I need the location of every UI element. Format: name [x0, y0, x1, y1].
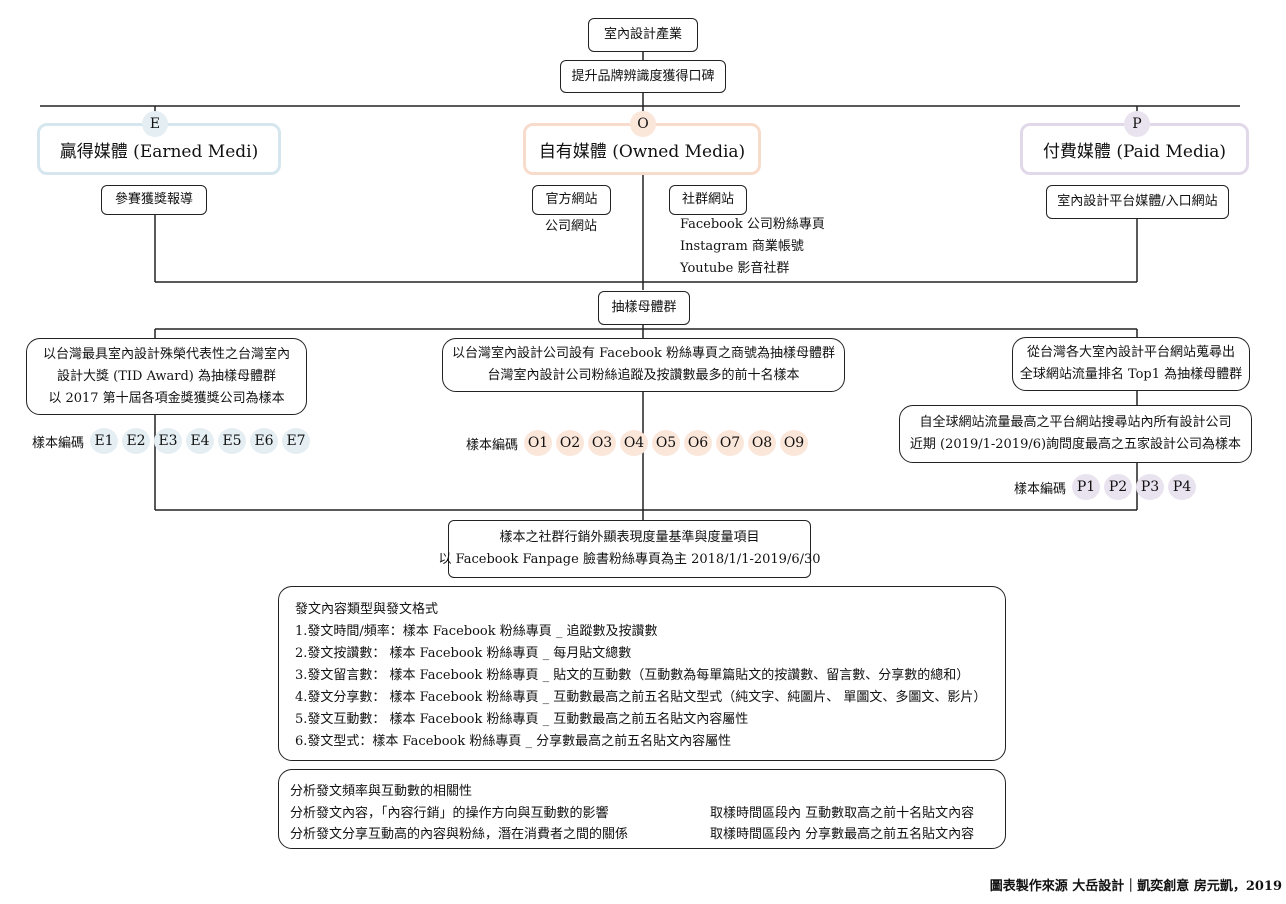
goal-label: 提升品牌辨識度獲得口碑 [571, 68, 715, 84]
content-title: 發文內容類型與發文格式 [295, 601, 439, 617]
paid-letter: P [1124, 111, 1150, 137]
paid-sampling2-line-1: 自全球網站流量最高之平台網站搜尋站內所有設計公司 [919, 415, 1232, 430]
sample-code-o4: O4 [620, 430, 649, 456]
owned-social-box: 社群網站 [669, 185, 747, 215]
earned-media-label: 贏得媒體 (Earned Medi) [59, 141, 259, 162]
industry-box: 室內設計產業 [588, 18, 698, 52]
paid-media-box: 付費媒體 (Paid Media) [1020, 123, 1249, 175]
content-item-1: 1.發文時間/頻率：樣本 Facebook 粉絲專頁 _ 追蹤數及按讚數 [295, 623, 658, 639]
owned-sampling-box: 以台灣室內設計公司設有 Facebook 粉絲專頁之商號為抽樣母體群 台灣室內設… [442, 338, 845, 392]
sample-code-p4: P4 [1168, 474, 1197, 500]
sample-code-p2: P2 [1104, 474, 1133, 500]
owned-site-label: 官方網站 [545, 192, 598, 207]
owned-social-label: 社群網站 [681, 192, 734, 207]
sample-code-e5: E5 [218, 428, 247, 454]
content-item-5: 5.發文互動數： 樣本 Facebook 粉絲專頁 _ 互動數最高之前五名貼文內… [295, 711, 749, 727]
earned-sample-codes: 樣本編碼 E1 E2 E3 E4 E5 E6 E7 [32, 428, 314, 454]
sampling-title: 抽樣母體群 [611, 300, 677, 315]
owned-sampling-line-2: 台灣室內設計公司粉絲追蹤及按讚數最多的前十名樣本 [487, 368, 800, 383]
paid-sample-codes: 樣本編碼 P1 P2 P3 P4 [1014, 474, 1200, 500]
owned-sample-codes: 樣本編碼 O1 O2 O3 O4 O5 O6 O7 O8 O9 [466, 430, 812, 456]
content-item-4: 4.發文分享數： 樣本 Facebook 粉絲專頁 _ 互動數最高之前五名貼文型… [295, 689, 987, 705]
sample-code-e3: E3 [154, 428, 183, 454]
measure-line-1: 樣本之社群行銷外顯表現度量基準與度量項目 [499, 530, 760, 545]
owned-letter: O [630, 111, 656, 137]
paid-sampling-line-1: 從台灣各大室內設計平台網站蒐尋出 [1026, 345, 1235, 360]
sample-code-o1: O1 [524, 430, 553, 456]
owned-sampling-line-1: 以台灣室內設計公司設有 Facebook 粉絲專頁之商號為抽樣母體群 [452, 346, 835, 361]
sample-code-o6: O6 [684, 430, 713, 456]
sample-code-e6: E6 [250, 428, 279, 454]
analysis-row-1-right: 取樣時間區段內 互動數取高之前十名貼文內容 [710, 806, 975, 821]
credit-text: 圖表製作來源 大岳設計｜凱奕創意 房元凱，2019 [989, 879, 1282, 894]
social-item-instagram: Instagram 商業帳號 [680, 239, 804, 254]
measure-line-2: 以 Facebook Fanpage 臉書粉絲專頁為主 2018/1/1-201… [438, 552, 821, 567]
owned-codes-label: 樣本編碼 [466, 437, 519, 453]
goal-box: 提升品牌辨識度獲得口碑 [560, 60, 726, 93]
social-item-youtube: Youtube 影音社群 [680, 261, 790, 276]
paid-sampling-box-2: 自全球網站流量最高之平台網站搜尋站內所有設計公司 近期 (2019/1-2019… [899, 405, 1252, 463]
content-format-box: 發文內容類型與發文格式 1.發文時間/頻率：樣本 Facebook 粉絲專頁 _… [278, 586, 1006, 761]
content-item-6: 6.發文型式：樣本 Facebook 粉絲專頁 _ 分享數最高之前五名貼文內容屬… [295, 733, 732, 749]
sample-code-o5: O5 [652, 430, 681, 456]
content-item-2: 2.發文按讚數： 樣本 Facebook 粉絲專頁 _ 每月貼文總數 [295, 645, 632, 661]
earned-sampling-line-2: 設計大獎 (TID Award) 為抽樣母體群 [57, 368, 276, 384]
earned-sampling-box: 以台灣最具室內設計殊榮代表性之台灣室內 設計大獎 (TID Award) 為抽樣… [26, 338, 307, 415]
owned-site-sub: 公司網站 [545, 219, 598, 234]
measure-box: 樣本之社群行銷外顯表現度量基準與度量項目 以 Facebook Fanpage … [438, 520, 821, 578]
paid-sampling-line-2: 全球網站流量排名 Top1 為抽樣母體群 [1019, 367, 1243, 382]
paid-channel-box: 室內設計平台媒體/入口網站 [1046, 185, 1229, 219]
analysis-box [278, 769, 1006, 849]
sample-code-e4: E4 [186, 428, 215, 454]
earned-letter: E [142, 111, 168, 137]
sample-code-e7: E7 [282, 428, 311, 454]
paid-channel-label: 室內設計平台媒體/入口網站 [1057, 194, 1218, 209]
earned-sampling-line-3: 以 2017 第十屆各項金獎獲獎公司為樣本 [48, 390, 285, 406]
sample-code-o2: O2 [556, 430, 585, 456]
paid-media-label: 付費媒體 (Paid Media) [1042, 141, 1227, 162]
earned-channel-box: 參賽獲獎報導 [101, 185, 207, 215]
sample-code-p1: P1 [1072, 474, 1101, 500]
owned-media-label: 自有媒體 (Owned Media) [538, 141, 746, 162]
sample-code-o3: O3 [588, 430, 617, 456]
content-item-3: 3.發文留言數： 樣本 Facebook 粉絲專頁 _ 貼文的互動數（互動數為每… [295, 667, 970, 683]
paid-codes-label: 樣本編碼 [1014, 481, 1067, 497]
sample-code-o9: O9 [780, 430, 809, 456]
sample-code-e2: E2 [122, 428, 151, 454]
sample-code-e1: E1 [90, 428, 119, 454]
earned-media-box: 贏得媒體 (Earned Medi) [37, 123, 281, 175]
sample-code-p3: P3 [1136, 474, 1165, 500]
analysis-row-2-left: 分析發文分享互動高的內容與粉絲，潛在消費者之間的關係 [290, 827, 629, 842]
analysis-row-2-right: 取樣時間區段內 分享數最高之前五名貼文內容 [710, 827, 975, 842]
sampling-title-box: 抽樣母體群 [598, 291, 690, 325]
paid-sampling2-line-2: 近期 (2019/1-2019/6)詢問度最高之五家設計公司為樣本 [909, 437, 1242, 452]
earned-sampling-line-1: 以台灣最具室內設計殊榮代表性之台灣室內 [42, 346, 290, 362]
earned-codes-label: 樣本編碼 [32, 435, 85, 451]
sample-code-o8: O8 [748, 430, 777, 456]
industry-label: 室內設計產業 [603, 27, 682, 42]
analysis-row-1-left: 分析發文內容，「內容行銷」的操作方向與互動數的影響 [290, 806, 609, 821]
earned-channel-label: 參賽獲獎報導 [114, 192, 193, 207]
analysis-title: 分析發文頻率與互動數的相關性 [290, 784, 473, 799]
owned-site-box: 官方網站 [532, 185, 611, 215]
paid-sampling-box-1: 從台灣各大室內設計平台網站蒐尋出 全球網站流量排名 Top1 為抽樣母體群 [1012, 337, 1250, 391]
social-item-facebook: Facebook 公司粉絲專頁 [680, 217, 825, 232]
sample-code-o7: O7 [716, 430, 745, 456]
